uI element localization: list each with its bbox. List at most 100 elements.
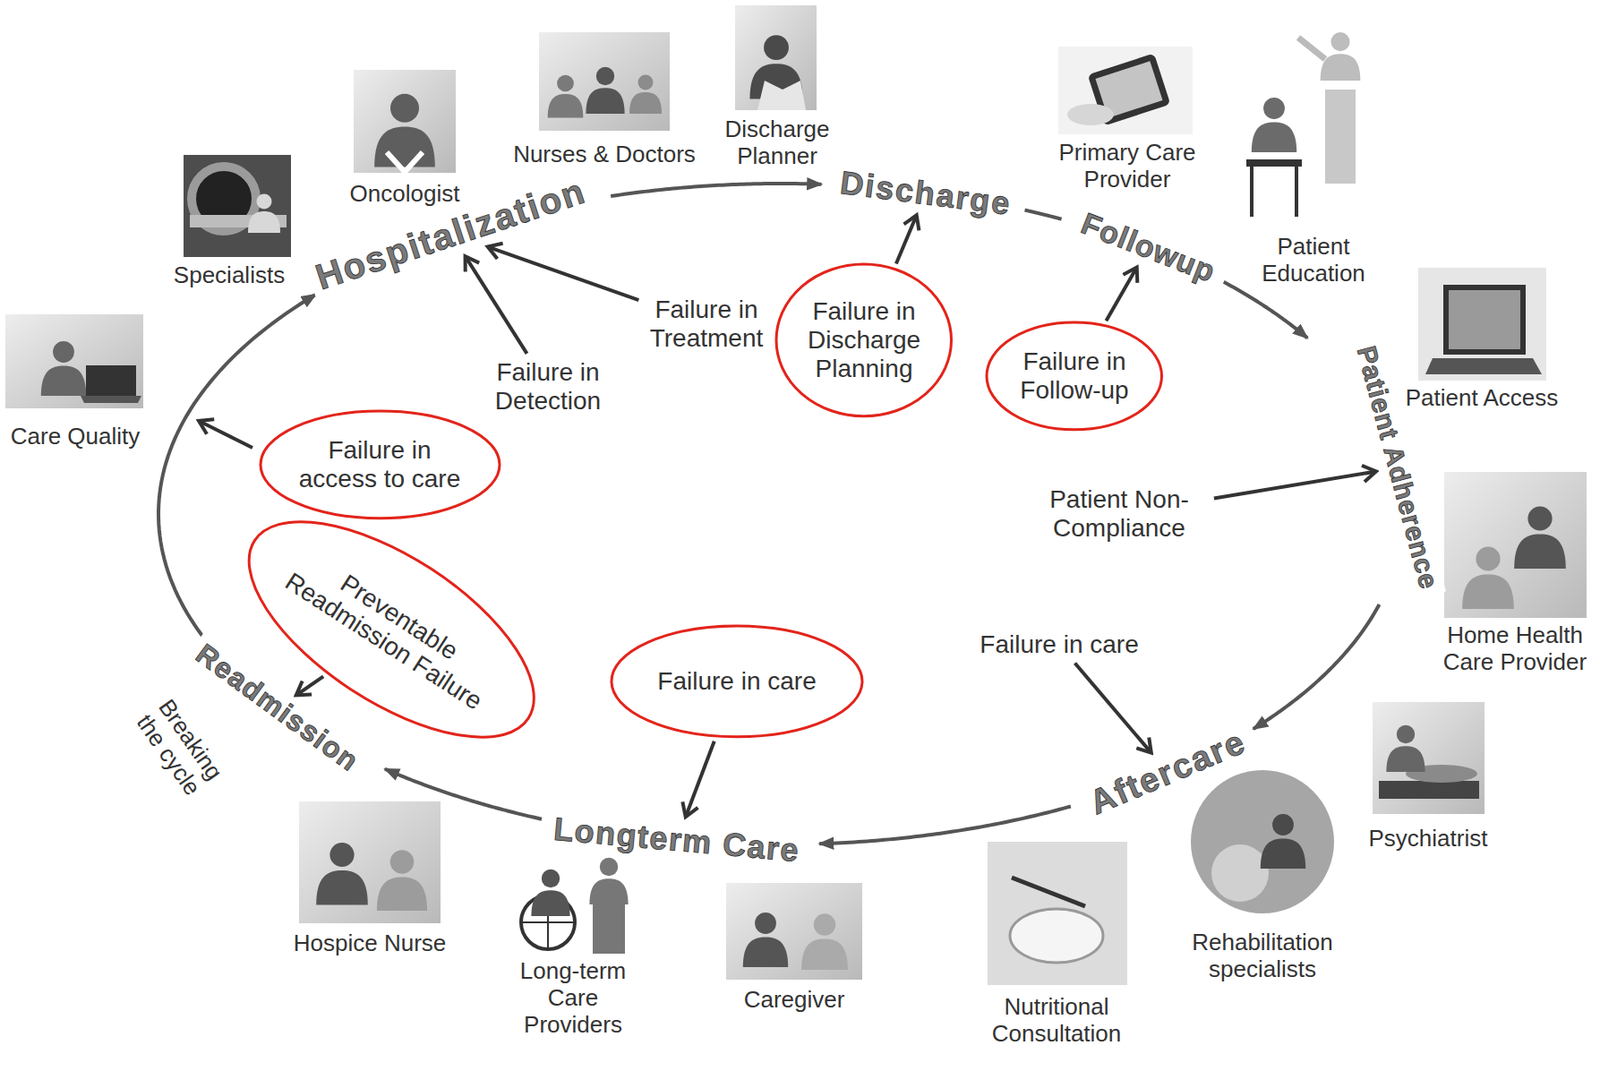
failure-arrow	[1105, 267, 1137, 322]
cycle-stage: Discharge	[830, 162, 1021, 223]
photo-tablet	[1058, 46, 1193, 135]
photo-oncologist	[353, 69, 456, 173]
role-caption: Primary Care Provider	[1042, 139, 1213, 194]
photo-specialists	[248, 194, 281, 234]
failure-arrow	[1214, 470, 1377, 498]
role-caption: Psychiatrist	[1338, 825, 1518, 853]
photo-care-quality	[80, 395, 142, 403]
photo-rehabilitation	[1190, 770, 1335, 914]
stage-text: Patient Adherence	[1350, 342, 1445, 593]
stage-text: Discharge	[838, 163, 1014, 223]
failure-arrow	[896, 214, 917, 264]
figure-patient-education	[1325, 89, 1356, 184]
photo-psychiatrist	[1372, 701, 1485, 814]
photo-care-quality	[41, 341, 86, 396]
role-caption: Long-term Care Providers	[517, 958, 630, 1039]
red-ring-outline	[611, 625, 863, 737]
photo-nurses-doctors	[547, 75, 584, 119]
failure-text: Failure in Follow-up	[1014, 347, 1136, 405]
photo-laptop	[1425, 358, 1542, 375]
photo-discharge-planner	[735, 5, 817, 111]
failure-arrow	[487, 247, 640, 301]
photo-oncologist	[386, 152, 423, 172]
photo-psychiatrist	[1386, 725, 1425, 772]
photo-home-health	[1444, 471, 1587, 618]
failure-note: Failure in care	[969, 630, 1149, 659]
role-caption: Rehabilitation specialists	[1172, 929, 1352, 984]
role-caption: Caregiver	[704, 986, 884, 1014]
cycle-stage: Followup	[1069, 203, 1228, 292]
photo-nutrition	[987, 841, 1128, 985]
photo-nutrition	[1011, 877, 1086, 907]
figure-patient-education	[1298, 37, 1326, 60]
photo-caregiver	[743, 912, 788, 967]
photo-laptop	[1418, 267, 1547, 381]
stage-text: Longterm Care	[552, 810, 802, 870]
figure-wheelchair	[589, 857, 628, 905]
photo-specialists	[183, 154, 291, 257]
failure-arrow	[296, 675, 324, 695]
photo-nurses-doctors	[585, 67, 625, 114]
photo-hospice	[376, 849, 428, 911]
figure-wheelchair	[521, 857, 629, 954]
failure-text: Failure in access to care	[294, 436, 465, 494]
photo-psychiatrist	[1372, 701, 1485, 814]
figure-patient-education	[1246, 159, 1302, 167]
cycle-arrow	[1223, 282, 1308, 339]
cycle-stage: Longterm Care	[545, 809, 809, 870]
red-ring-outline	[986, 322, 1163, 430]
photo-laptop	[1448, 290, 1521, 350]
failure-text: Failure in Discharge Planning	[804, 297, 925, 385]
photo-tablet	[1058, 46, 1193, 135]
circled-failure: Failure in Follow-up	[984, 320, 1164, 432]
figure-patient-education	[1251, 97, 1297, 153]
figure-wheelchair	[530, 869, 570, 916]
failure-text: Patient Non- Compliance	[1029, 485, 1209, 543]
stage-text: Readmission	[189, 637, 366, 779]
stage-text: Aftercare	[1084, 722, 1252, 823]
photo-home-health	[1514, 505, 1566, 569]
photo-oncologist	[374, 94, 436, 168]
red-ring	[609, 624, 865, 739]
photo-care-quality	[5, 314, 144, 409]
failure-note: Failure in Detection	[487, 358, 609, 416]
photo-specialists	[183, 154, 291, 257]
cycle-arrow	[1253, 604, 1380, 729]
circled-failure: Preventable Readmission Failure	[212, 477, 570, 782]
edge-layer	[158, 183, 1379, 844]
role-caption: Patient Access	[1383, 385, 1581, 412]
failure-text: Failure in care	[969, 630, 1149, 659]
cycle-stage: Readmission	[183, 633, 371, 783]
role-caption: Nutritional Consultation	[966, 993, 1147, 1048]
role-caption: Specialists	[139, 262, 319, 290]
role-caption: Patient Education	[1246, 233, 1381, 288]
role-caption: Hospice Nurse	[280, 930, 460, 958]
photo-rehabilitation	[1211, 844, 1269, 902]
cycle-stage: Aftercare	[1078, 719, 1259, 826]
photo-home-health	[1444, 471, 1587, 618]
photo-hospice	[299, 801, 441, 924]
photo-psychiatrist	[1378, 780, 1480, 799]
failure-text: Failure in Treatment	[643, 295, 770, 353]
cycle-note: Breaking the cycle	[126, 688, 232, 808]
photo-discharge-planner	[757, 80, 806, 111]
role-caption: Oncologist	[315, 180, 495, 208]
photo-caregiver	[801, 913, 848, 970]
failure-arrow	[1075, 663, 1152, 753]
photo-rehabilitation	[1190, 770, 1335, 914]
figure-wheelchair	[592, 899, 625, 954]
photo-laptop	[1443, 284, 1526, 355]
failure-note: Patient Non- Compliance	[1029, 485, 1209, 543]
photo-nurses-doctors	[629, 75, 662, 115]
photo-discharge-planner	[735, 5, 817, 111]
photo-nutrition	[1009, 908, 1104, 963]
red-ring	[212, 477, 570, 782]
red-ring	[258, 409, 502, 521]
role-caption: Care Quality	[3, 423, 147, 451]
photo-care-quality	[85, 365, 137, 396]
photo-nurses-doctors	[539, 32, 670, 131]
cycle-arrow	[158, 294, 317, 637]
cycle-arrow	[1025, 210, 1062, 220]
